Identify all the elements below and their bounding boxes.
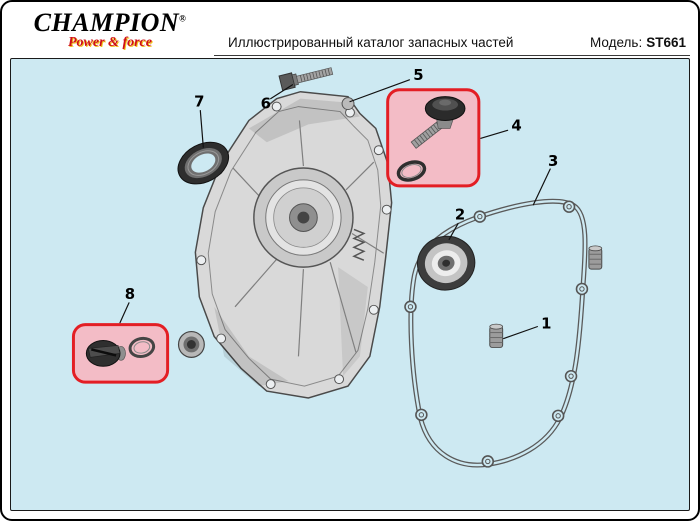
callout-number: 5 [413, 66, 423, 84]
cover-top-boss [341, 97, 355, 111]
drain-plug-washer [128, 336, 156, 358]
governor-spring [352, 228, 366, 261]
ball-bearing-drawing [416, 235, 476, 291]
callout-line [448, 222, 459, 240]
callout-1: 1 [503, 315, 551, 340]
callout-number: 8 [125, 285, 135, 303]
callout-number: 3 [548, 152, 558, 170]
cover-ribs [232, 120, 385, 357]
catalog-title: Иллюстрированный каталог запасных частей [228, 35, 514, 50]
dowel-pin-lower-drawing [489, 323, 504, 348]
callout-line [270, 84, 294, 100]
brand-name: CHAMPION® [34, 10, 187, 36]
crankcase-cover-drawing [177, 90, 393, 399]
callout-4: 4 [480, 116, 522, 139]
cover-main-bore [253, 167, 354, 268]
callout-7: 7 [194, 93, 205, 148]
callout-5: 5 [349, 66, 424, 103]
callout-3: 3 [532, 152, 558, 206]
registered-mark: ® [179, 13, 187, 24]
callout-6: 6 [261, 84, 294, 113]
oil-filler-cap-drawing [396, 96, 466, 182]
callout-line [503, 326, 538, 340]
callout-line [480, 129, 509, 139]
cover-shading-bottom [214, 306, 289, 387]
catalog-header: CHAMPION® Power & force Иллюстрированный… [2, 2, 698, 56]
callout-2: 2 [448, 206, 465, 240]
cover-shading-top [248, 98, 360, 143]
callout-line [119, 302, 130, 324]
cover-shading-right [338, 267, 368, 377]
model-label: Модель: [590, 35, 643, 50]
diagram-area: 1 2 3 4 5 [10, 58, 690, 511]
callout-number: 2 [455, 206, 465, 224]
callout-line [199, 109, 204, 148]
oil-drain-boss [177, 330, 205, 358]
filler-o-ring [396, 160, 427, 182]
callouts: 1 2 3 4 5 [119, 66, 558, 340]
callout-number: 1 [541, 315, 551, 333]
flange-bolt-drawing [278, 67, 334, 92]
callout-line [349, 79, 411, 103]
exploded-view-drawing: 1 2 3 4 5 [71, 66, 603, 468]
oil-drain-plug-drawing [85, 336, 156, 367]
brand-name-text: CHAMPION [33, 8, 180, 37]
brand-tagline: Power & force [68, 35, 152, 50]
header-right: Иллюстрированный каталог запасных частей… [214, 5, 690, 56]
oil-seal-drawing [177, 141, 230, 185]
callout-number: 6 [261, 95, 271, 113]
callout-number: 4 [511, 116, 521, 134]
bolt-threads [299, 68, 331, 83]
callout-number: 7 [194, 93, 204, 111]
callout-line [532, 168, 551, 206]
model-value: ST661 [646, 35, 686, 50]
model-info: Модель:ST661 [590, 35, 686, 50]
brand-logo: CHAMPION® Power & force [10, 5, 210, 56]
callout-8: 8 [119, 285, 135, 324]
dowel-pin-right-drawing [588, 245, 603, 270]
